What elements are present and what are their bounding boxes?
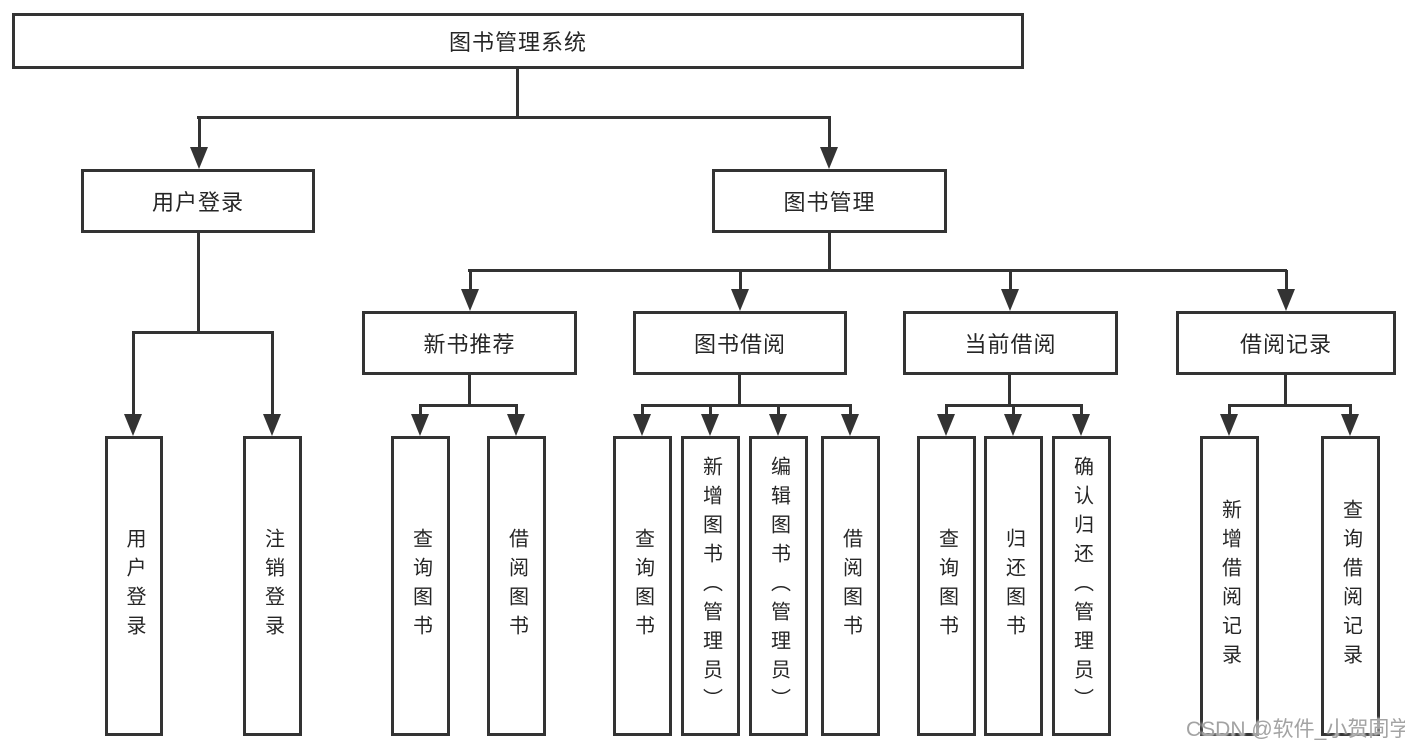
leaf-user-login: 用户登录	[105, 436, 163, 736]
leaf-borrow-books: 借阅图书	[821, 436, 880, 736]
connector-leaf-drop	[945, 405, 948, 416]
leaf-query-borrow-record: 查询借阅记录	[1321, 436, 1380, 736]
connector-level3-drop	[1285, 270, 1288, 291]
arrow-down-icon	[1341, 414, 1359, 436]
leaf-label: 用户登录	[123, 528, 145, 644]
arrow-down-icon	[1072, 414, 1090, 436]
node-borrow-records: 借阅记录	[1176, 311, 1396, 375]
leaf-query-books-current: 查询图书	[917, 436, 976, 736]
connector-leaf-bus	[1228, 404, 1352, 407]
connector-user-login-bus	[132, 331, 274, 334]
arrow-down-icon	[769, 414, 787, 436]
connector-group-trunk	[738, 375, 741, 406]
leaf-return-books: 归还图书	[984, 436, 1043, 736]
arrow-down-icon	[937, 414, 955, 436]
node-new-book-recommend: 新书推荐	[362, 311, 577, 375]
leaf-label: 新增借阅记录	[1218, 499, 1241, 673]
node-current-borrow: 当前借阅	[903, 311, 1118, 375]
connector-leaf-drop	[1349, 405, 1352, 416]
connector-user-login-drop	[198, 117, 201, 149]
connector-leaf-drop	[849, 405, 852, 416]
connector-leaf-drop	[1228, 405, 1231, 416]
arrow-down-icon	[820, 147, 838, 169]
connector-group-trunk	[1284, 375, 1287, 406]
node-book-borrow: 图书借阅	[633, 311, 847, 375]
leaf-label: 新增图书（管理员）	[699, 455, 722, 717]
leaf-label: 编辑图书（管理员）	[767, 455, 790, 717]
connector-leaf-drop	[419, 405, 422, 416]
leaf-add-borrow-record: 新增借阅记录	[1200, 436, 1259, 736]
leaf-confirm-return-admin: 确认归还（管理员）	[1052, 436, 1111, 736]
arrow-down-icon	[507, 414, 525, 436]
connector-leaf-bus	[419, 404, 518, 407]
arrow-down-icon	[461, 289, 479, 311]
arrow-down-icon	[411, 414, 429, 436]
arrow-down-icon	[1277, 289, 1295, 311]
arrow-down-icon	[124, 414, 142, 436]
leaf-edit-book-admin: 编辑图书（管理员）	[749, 436, 808, 736]
connector-leaf-drop	[1080, 405, 1083, 416]
arrow-down-icon	[731, 289, 749, 311]
connector-leaf-drop	[709, 405, 712, 416]
node-library-management-system: 图书管理系统	[12, 13, 1024, 69]
leaf-label: 查询图书	[409, 528, 432, 644]
connector-leaf-bus	[641, 404, 852, 407]
leaf-label: 查询图书	[935, 528, 958, 644]
connector-leaf-drop	[641, 405, 644, 416]
connector-level3-drop	[469, 270, 472, 291]
connector-leaf-drop	[1012, 405, 1015, 416]
leaf-label: 注销登录	[261, 528, 284, 644]
arrow-down-icon	[1220, 414, 1238, 436]
connector-level3-drop	[739, 270, 742, 291]
leaf-label: 查询图书	[631, 528, 654, 644]
leaf-label: 确认归还（管理员）	[1070, 455, 1093, 717]
arrow-down-icon	[1001, 289, 1019, 311]
arrow-down-icon	[190, 147, 208, 169]
connector-leaf-drop	[271, 332, 274, 416]
connector-group-trunk	[468, 375, 471, 406]
connector-leaf-drop	[515, 405, 518, 416]
connector-root-trunk	[516, 69, 519, 117]
connector-user-login-trunk	[197, 233, 200, 334]
leaf-label: 查询借阅记录	[1339, 499, 1362, 673]
leaf-label: 归还图书	[1002, 528, 1025, 644]
leaf-add-book-admin: 新增图书（管理员）	[681, 436, 740, 736]
leaf-borrow-books-recommend: 借阅图书	[487, 436, 546, 736]
connector-level2-bus	[197, 116, 831, 119]
connector-level3-drop	[1009, 270, 1012, 291]
leaf-query-books-recommend: 查询图书	[391, 436, 450, 736]
leaf-label: 借阅图书	[839, 528, 862, 644]
csdn-watermark: CSDN @软件_小贺同学	[1186, 718, 1405, 741]
connector-leaf-drop	[132, 332, 135, 416]
leaf-logout: 注销登录	[243, 436, 302, 736]
connector-level3-bus	[468, 269, 1287, 272]
arrow-down-icon	[701, 414, 719, 436]
node-book-management: 图书管理	[712, 169, 947, 233]
connector-leaf-drop	[777, 405, 780, 416]
leaf-query-books-borrow: 查询图书	[613, 436, 672, 736]
connector-group-trunk	[1008, 375, 1011, 406]
node-user-login: 用户登录	[81, 169, 315, 233]
leaf-label: 借阅图书	[505, 528, 528, 644]
arrow-down-icon	[263, 414, 281, 436]
arrow-down-icon	[633, 414, 651, 436]
arrow-down-icon	[841, 414, 859, 436]
connector-book-mgmt-trunk	[828, 233, 831, 272]
arrow-down-icon	[1004, 414, 1022, 436]
connector-book-mgmt-drop	[828, 117, 831, 149]
